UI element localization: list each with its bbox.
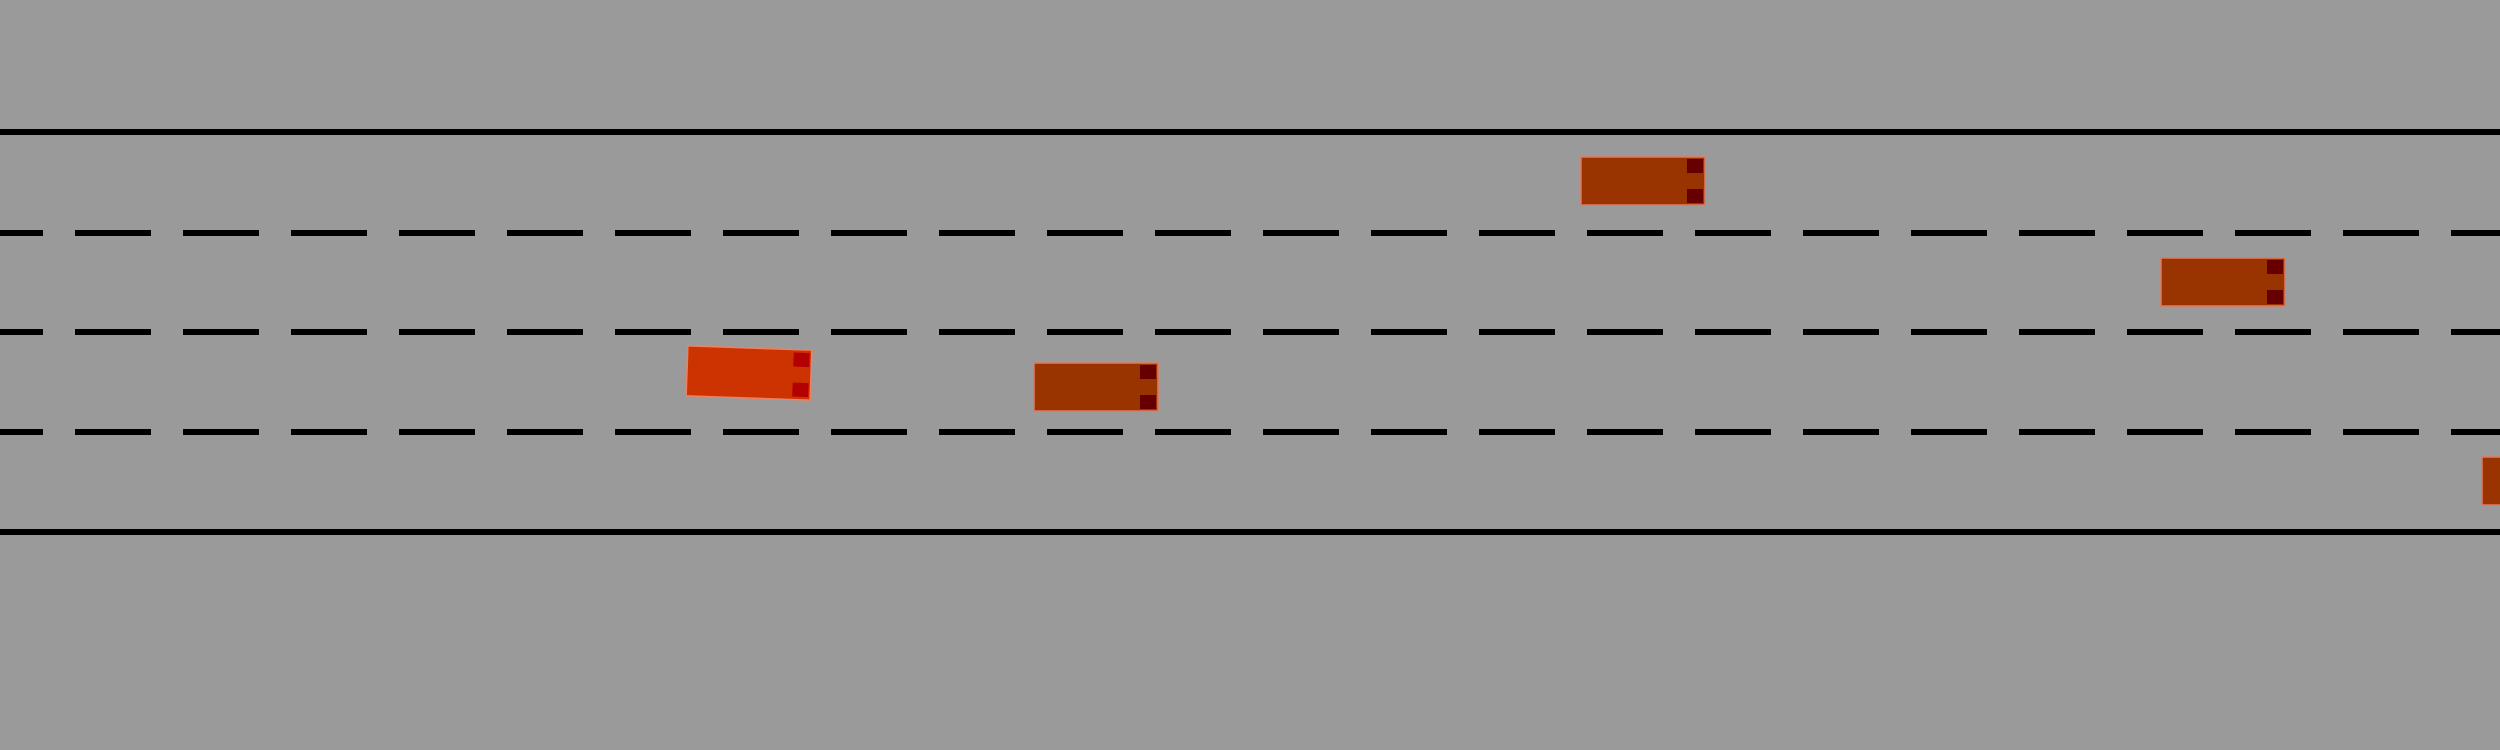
vehicle-lane2: [2160, 257, 2286, 307]
ego-light: [793, 352, 810, 368]
ego-vehicle: [685, 345, 813, 401]
ego-light: [792, 382, 809, 398]
vehicle-light: [1687, 159, 1703, 173]
vehicle-light: [2267, 290, 2283, 304]
vehicle-light: [1687, 189, 1703, 203]
vehicle-lane3: [1033, 362, 1159, 412]
vehicle-light: [1140, 365, 1156, 379]
vehicle-lane4: [2481, 456, 2500, 506]
vehicle-light: [2267, 260, 2283, 274]
vehicle-lane1: [1580, 156, 1706, 206]
vehicle-light: [1140, 395, 1156, 409]
